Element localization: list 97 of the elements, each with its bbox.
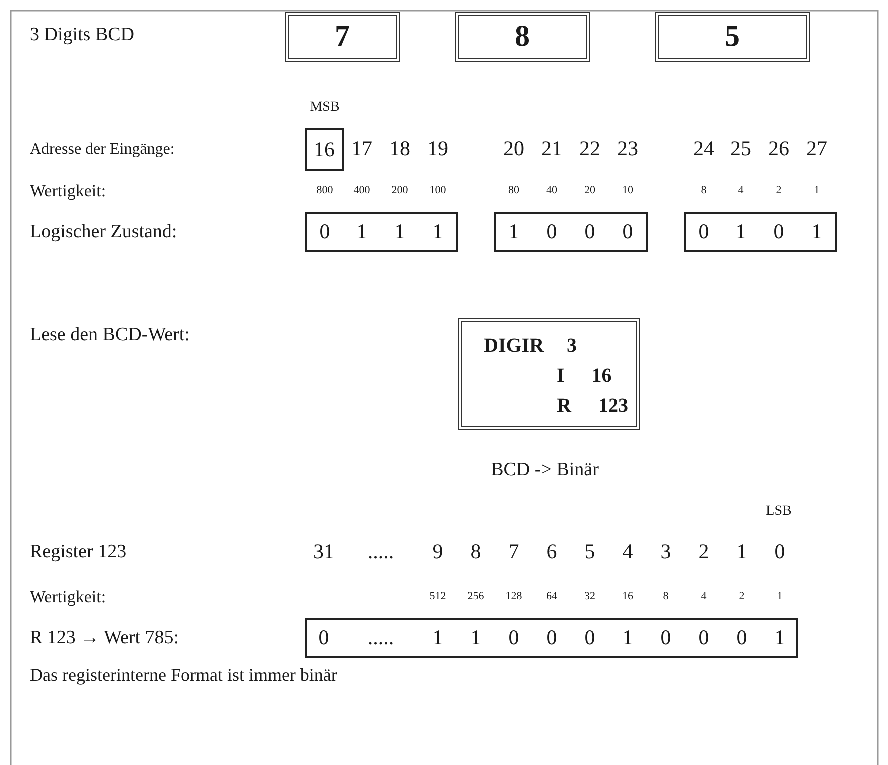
row-label: Adresse der Eingänge:: [30, 142, 175, 158]
bit-value: 0: [698, 628, 710, 648]
bit-weight: 1: [814, 186, 820, 196]
bit-number: 6: [546, 542, 558, 562]
digit-box: [455, 12, 590, 62]
state-box: [494, 212, 648, 252]
footnote: Das registerinterne Format ist immer binär: [30, 666, 338, 684]
command-line: R 123: [557, 396, 628, 416]
bit-value: 0: [736, 628, 748, 648]
bit-number: 31: [314, 542, 334, 562]
bit-weight: 400: [354, 186, 370, 196]
digit-value: 8: [515, 22, 530, 52]
bit-value: 0: [622, 222, 634, 242]
bit-address: 25: [730, 138, 752, 160]
bit-value: 0: [774, 222, 784, 242]
row-label: Register 123: [30, 542, 127, 562]
command-line: I 16: [557, 366, 612, 386]
bit-number: .....: [368, 542, 394, 562]
bit-weight: 8: [701, 186, 707, 196]
bit-weight: 4: [738, 186, 744, 196]
bit-value: 1: [774, 628, 786, 648]
bit-weight: 8: [663, 592, 669, 602]
bit-weight: 512: [430, 592, 446, 602]
bit-address: 19: [428, 138, 448, 160]
register-box: [305, 618, 798, 658]
bit-number: 8: [470, 542, 482, 562]
state-box: [305, 212, 458, 252]
bit-value: 0: [318, 628, 330, 648]
bit-value: 1: [432, 222, 444, 242]
bit-value: 1: [470, 628, 482, 648]
conversion-note: BCD -> Binär: [491, 460, 599, 480]
bit-value: 0: [546, 222, 558, 242]
bit-address: 20: [504, 138, 524, 160]
bit-value: 0: [546, 628, 558, 648]
bit-number: 0: [774, 542, 786, 562]
bit-weight: 2: [739, 592, 745, 602]
bit-weight: 800: [316, 186, 334, 196]
bit-value: 1: [356, 222, 368, 242]
bit-value: .....: [368, 628, 394, 648]
digit-value: 7: [335, 22, 350, 52]
bit-weight: 80: [508, 186, 520, 196]
bit-value: 1: [508, 222, 520, 242]
bit-weight: 200: [392, 186, 408, 196]
bit-number: 9: [432, 542, 444, 562]
bit-number: 2: [698, 542, 710, 562]
bit-value: 0: [660, 628, 672, 648]
bit-weight: 64: [546, 592, 558, 602]
bit-weight: 1: [777, 592, 783, 602]
bit-address: 23: [618, 138, 638, 160]
bit-marker: MSB: [310, 101, 340, 115]
bit-address: 21: [542, 138, 562, 160]
row-label: R 123 → Wert 785:: [30, 628, 180, 648]
row-label: Lese den BCD-Wert:: [30, 326, 190, 344]
bit-address: 24: [694, 138, 714, 160]
bit-weight: 2: [776, 186, 782, 196]
bit-weight: 16: [622, 592, 634, 602]
bit-number: 5: [584, 542, 596, 562]
bit-marker: LSB: [766, 505, 792, 519]
bit-weight: 256: [468, 592, 484, 602]
address-box: [305, 128, 344, 171]
bit-address: 27: [806, 138, 828, 160]
bit-address: 18: [390, 138, 410, 160]
state-box: [684, 212, 837, 252]
bit-value: 0: [508, 628, 520, 648]
bit-weight: 100: [430, 186, 446, 196]
bit-value: 1: [394, 222, 406, 242]
bit-number: 7: [508, 542, 520, 562]
digit-box: [655, 12, 810, 62]
bit-number: 1: [736, 542, 748, 562]
digit-box: [285, 12, 400, 62]
bit-address: 22: [580, 138, 600, 160]
row-label: Wertigkeit:: [30, 588, 106, 606]
bit-address: 26: [768, 138, 790, 160]
bit-weight: 32: [584, 592, 596, 602]
bit-address: 16: [314, 139, 335, 160]
bit-value: 0: [698, 222, 710, 242]
bit-weight: 10: [622, 186, 634, 196]
bit-weight: 4: [701, 592, 707, 602]
bit-value: 0: [320, 222, 330, 242]
bit-value: 1: [432, 628, 444, 648]
bit-weight: 20: [584, 186, 596, 196]
bit-value: 0: [584, 222, 596, 242]
command-box: [458, 318, 640, 430]
digit-value: 5: [725, 22, 740, 52]
bit-weight: 40: [546, 186, 558, 196]
bit-weight: 128: [506, 592, 522, 602]
row-label: Logischer Zustand:: [30, 222, 178, 242]
bit-value: 0: [584, 628, 596, 648]
bit-value: 1: [736, 222, 746, 242]
bit-address: 17: [352, 138, 372, 160]
command-line: DIGIR 3: [484, 336, 578, 356]
bit-number: 3: [660, 542, 672, 562]
bit-number: 4: [622, 542, 634, 562]
bit-value: 1: [622, 628, 634, 648]
bit-value: 1: [812, 222, 822, 242]
row-label: Wertigkeit:: [30, 182, 106, 200]
diagram-heading: 3 Digits BCD: [30, 26, 135, 44]
